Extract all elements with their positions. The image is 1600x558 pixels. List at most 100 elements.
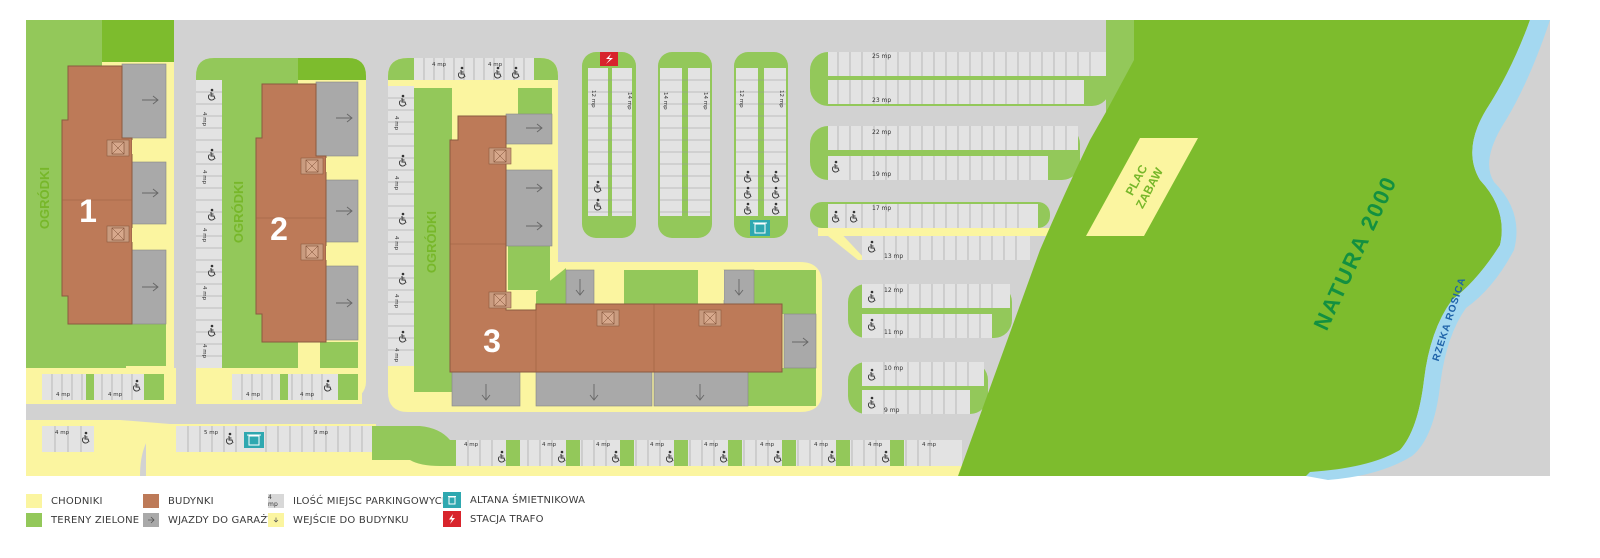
parking-count-label: 4 mp bbox=[300, 392, 315, 398]
parking-count-label: 4 mp bbox=[393, 236, 399, 251]
green-area bbox=[534, 58, 558, 80]
building-entrance bbox=[520, 290, 536, 308]
building-entrance bbox=[132, 228, 166, 242]
green-area bbox=[1106, 20, 1134, 112]
parking-count-label: 19 mp bbox=[872, 171, 891, 178]
green-area bbox=[518, 88, 552, 114]
green-area bbox=[338, 374, 358, 400]
parking-stall-lines bbox=[196, 91, 222, 357]
building-entrance bbox=[132, 140, 166, 154]
green-area bbox=[748, 368, 816, 406]
green-area bbox=[372, 426, 456, 466]
transformer-station-icon bbox=[600, 52, 618, 66]
parking-row bbox=[196, 80, 222, 370]
building-entrance bbox=[598, 270, 624, 300]
parking-stall-lines bbox=[388, 97, 414, 351]
green-area bbox=[508, 246, 550, 290]
parking-row bbox=[862, 362, 984, 386]
parking-count-label: 4 mp bbox=[650, 442, 665, 448]
legend-label: WEJŚCIE DO BUDYNKU bbox=[293, 514, 409, 526]
parking-stall-lines bbox=[588, 79, 786, 213]
parking-row bbox=[588, 68, 608, 216]
legend-label: ILOŚĆ MIEJSC PARKINGOWYCH bbox=[293, 495, 450, 507]
parking-count-label: 13 mp bbox=[884, 253, 903, 260]
parking-count-label: 25 mp bbox=[872, 53, 891, 60]
building-entrance bbox=[326, 158, 358, 172]
parking-row bbox=[862, 390, 970, 414]
parking-count-label: 4 mp bbox=[201, 112, 207, 127]
building-entrance bbox=[520, 146, 552, 168]
garage-entrance bbox=[505, 113, 553, 145]
garage-entrance bbox=[315, 81, 359, 157]
parking-count-label: 14 mp bbox=[662, 92, 668, 110]
parking-count-label: 4 mp bbox=[760, 442, 775, 448]
parking-stall-lines bbox=[423, 58, 525, 80]
green-area bbox=[86, 374, 94, 400]
green-area bbox=[536, 268, 566, 304]
map-legend: CHODNIKI TERENY ZIELONE BUDYNKI WJAZDY D… bbox=[0, 490, 1600, 558]
parking-row bbox=[736, 68, 758, 216]
parking-count-label: 4 mp bbox=[201, 228, 207, 243]
arrow-icon bbox=[148, 516, 155, 524]
legend-label: TERENY ZIELONE bbox=[51, 514, 140, 526]
parking-count-label: 4 mp bbox=[201, 170, 207, 185]
natura-2000-area bbox=[958, 20, 1530, 476]
parking-count-label: 14 mp bbox=[626, 92, 632, 110]
garage-entrance bbox=[653, 371, 749, 407]
green-islands bbox=[506, 440, 904, 466]
garden-label-1: OGRÓDKI bbox=[37, 167, 52, 229]
parking-count-label: 4 mp bbox=[868, 442, 883, 448]
parking-count-label: 4 mp bbox=[922, 442, 937, 448]
parking-row bbox=[612, 68, 632, 216]
garage-entrance bbox=[783, 313, 817, 369]
waste-shelter-icon bbox=[244, 432, 264, 448]
parking-count-label: 12 mp bbox=[778, 90, 784, 108]
parking-count-label: 4 mp bbox=[201, 286, 207, 301]
sidewalk bbox=[818, 228, 866, 260]
parking-count-label: 12 mp bbox=[590, 90, 596, 108]
parking-row bbox=[862, 284, 1010, 308]
legend-label: CHODNIKI bbox=[51, 495, 103, 507]
legend-sidewalks: CHODNIKI bbox=[26, 494, 103, 508]
parking-count-label: 4 mp bbox=[201, 344, 207, 359]
parking-row bbox=[828, 156, 1048, 180]
parking-count-label: 4 mp bbox=[56, 392, 71, 398]
green-area bbox=[196, 58, 222, 80]
parking-row bbox=[828, 126, 1078, 150]
parking-row bbox=[828, 52, 1108, 76]
parking-count-label: 4 mp bbox=[393, 348, 399, 363]
building-number-1: 1 bbox=[79, 193, 97, 229]
parking-row bbox=[660, 68, 682, 216]
entrance-arrow-icon bbox=[273, 517, 279, 523]
parking-row bbox=[862, 314, 992, 338]
legend-label: ALTANA ŚMIETNIKOWA bbox=[470, 494, 586, 506]
green-area bbox=[320, 342, 358, 368]
parking-count-label: 4 mp bbox=[464, 442, 479, 448]
building-3 bbox=[449, 115, 783, 373]
parking-count-label: 4 mp bbox=[704, 442, 719, 448]
parking-count-label: 4 mp bbox=[393, 294, 399, 309]
building-entrance-swatch bbox=[268, 513, 284, 527]
parking-count-label: 14 mp bbox=[702, 92, 708, 110]
parking-count-label: 17 mp bbox=[872, 205, 891, 212]
parking-row bbox=[764, 68, 786, 216]
parking-row bbox=[388, 86, 414, 366]
river-rosica bbox=[1306, 20, 1550, 480]
parking-stall-lines bbox=[187, 426, 363, 452]
legend-garage-entrances: WJAZDY DO GARAŻY bbox=[143, 513, 274, 527]
building-1 bbox=[61, 65, 133, 325]
legend-waste-shelter: ALTANA ŚMIETNIKOWA bbox=[443, 492, 585, 508]
green-area bbox=[280, 374, 288, 400]
waste-shelter-icon bbox=[750, 220, 770, 236]
legend-label: BUDYNKI bbox=[168, 495, 214, 507]
legend-label: WJAZDY DO GARAŻY bbox=[168, 514, 274, 526]
parking-row bbox=[862, 236, 1030, 260]
parking-count-label: 4 mp bbox=[246, 392, 261, 398]
parking-count-label: 9 mp bbox=[884, 407, 900, 414]
parking-count-label: 4 mp bbox=[108, 392, 123, 398]
parking-count-label: 4 mp bbox=[393, 176, 399, 191]
legend-label: STACJA TRAFO bbox=[470, 513, 544, 525]
building-number-2: 2 bbox=[270, 211, 288, 247]
green-area bbox=[414, 88, 452, 372]
garden-label-3: OGRÓDKI bbox=[424, 211, 439, 273]
